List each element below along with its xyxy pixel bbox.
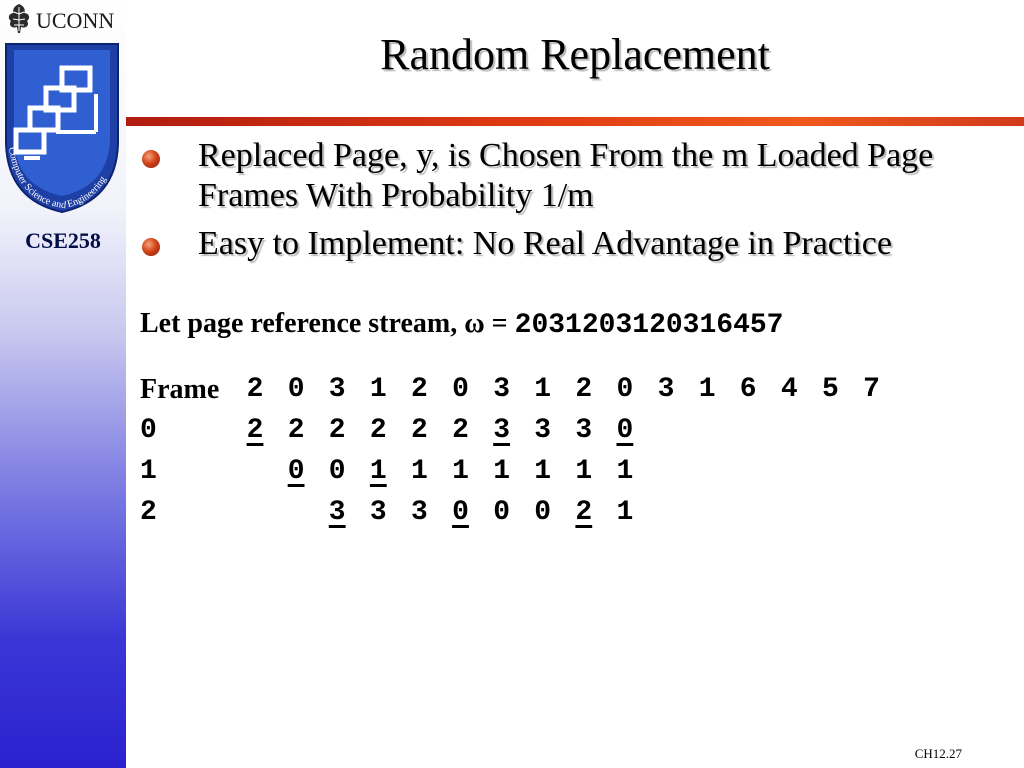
table-cell: 1 [534, 374, 552, 405]
slide-number: CH12.27 [914, 746, 962, 761]
table-cell: 1 [575, 456, 593, 487]
table-cell: 2 [410, 415, 428, 446]
table-cell: 2 [328, 415, 346, 446]
table-cell: 2 [410, 374, 428, 405]
table-cell: 2 [246, 374, 264, 405]
stream-value: 2031203120316457 [514, 310, 784, 341]
table-cell: 1 [616, 497, 634, 528]
row-label: 1 [140, 456, 157, 487]
sidebar: UCONN Computer Science and Engineering C… [0, 0, 126, 768]
table-cell: 1 [410, 456, 428, 487]
row-label: Frame [140, 374, 220, 405]
title-divider [126, 117, 1024, 126]
table-cell: 0 [616, 374, 634, 405]
table-cell: 2 [575, 374, 593, 405]
table-cell: 1 [493, 456, 510, 487]
table-cell: 1 [369, 456, 387, 487]
oak-leaf-icon [8, 4, 30, 33]
table-cell: 0 [287, 374, 305, 405]
table-cell: 0 [616, 415, 634, 446]
table-cell: 4 [780, 374, 798, 405]
table-cell: 3 [575, 415, 593, 446]
table-cell: 1 [534, 456, 552, 487]
table-cell: 2 [575, 497, 593, 528]
slide-title: Random Replacement [380, 30, 770, 79]
table-cell: 2 [246, 415, 264, 446]
bullet-item: Easy to Implement: No Real Advantage in … [142, 224, 1012, 264]
table-cell: 3 [534, 415, 552, 446]
table-cell: 3 [493, 415, 510, 446]
table-cell: 2 [452, 415, 469, 446]
course-code: CSE258 [25, 228, 101, 253]
bullet-icon [142, 238, 160, 256]
row-label: 0 [140, 415, 157, 446]
row-label: 2 [140, 497, 157, 528]
table-cell: 5 [821, 374, 839, 405]
bullet-text: Easy to Implement: No Real Advantage in … [198, 225, 892, 262]
stream-label: Let page reference stream, [140, 308, 465, 339]
table-cell: 1 [452, 456, 469, 487]
bullet-icon [142, 150, 160, 168]
table-cell: 2 [287, 415, 305, 446]
table-cell: 2 [369, 415, 387, 446]
table-cell: 0 [493, 497, 510, 528]
table-cell: 7 [863, 374, 880, 405]
omega-symbol: ω [464, 308, 485, 339]
table-cell: 1 [698, 374, 716, 405]
bullet-text: Replaced Page, y, is Chosen From the m L… [198, 137, 934, 214]
table-cell: 3 [410, 497, 428, 528]
stream-equals: = [484, 308, 515, 339]
uconn-logo: UCONN [4, 2, 122, 36]
uconn-logo-text: UCONN [36, 8, 115, 33]
bullet-item: Replaced Page, y, is Chosen From the m L… [142, 136, 1012, 216]
table-cell: 3 [493, 374, 510, 405]
table-cell: 3 [328, 374, 346, 405]
table-cell: 1 [369, 374, 387, 405]
table-cell: 3 [657, 374, 675, 405]
table-cell: 6 [739, 374, 757, 405]
table-cell: 0 [452, 374, 469, 405]
table-cell: 1 [616, 456, 634, 487]
table-cell: 3 [369, 497, 387, 528]
cse-network-badge-icon: Computer Science and Engineering [5, 43, 119, 214]
table-cell: 0 [328, 456, 346, 487]
table-cell: 0 [452, 497, 469, 528]
table-cell: 0 [534, 497, 552, 528]
table-cell: 3 [328, 497, 346, 528]
reference-stream-line: Let page reference stream, ω = 203120312… [140, 306, 783, 344]
table-cell: 0 [287, 456, 305, 487]
